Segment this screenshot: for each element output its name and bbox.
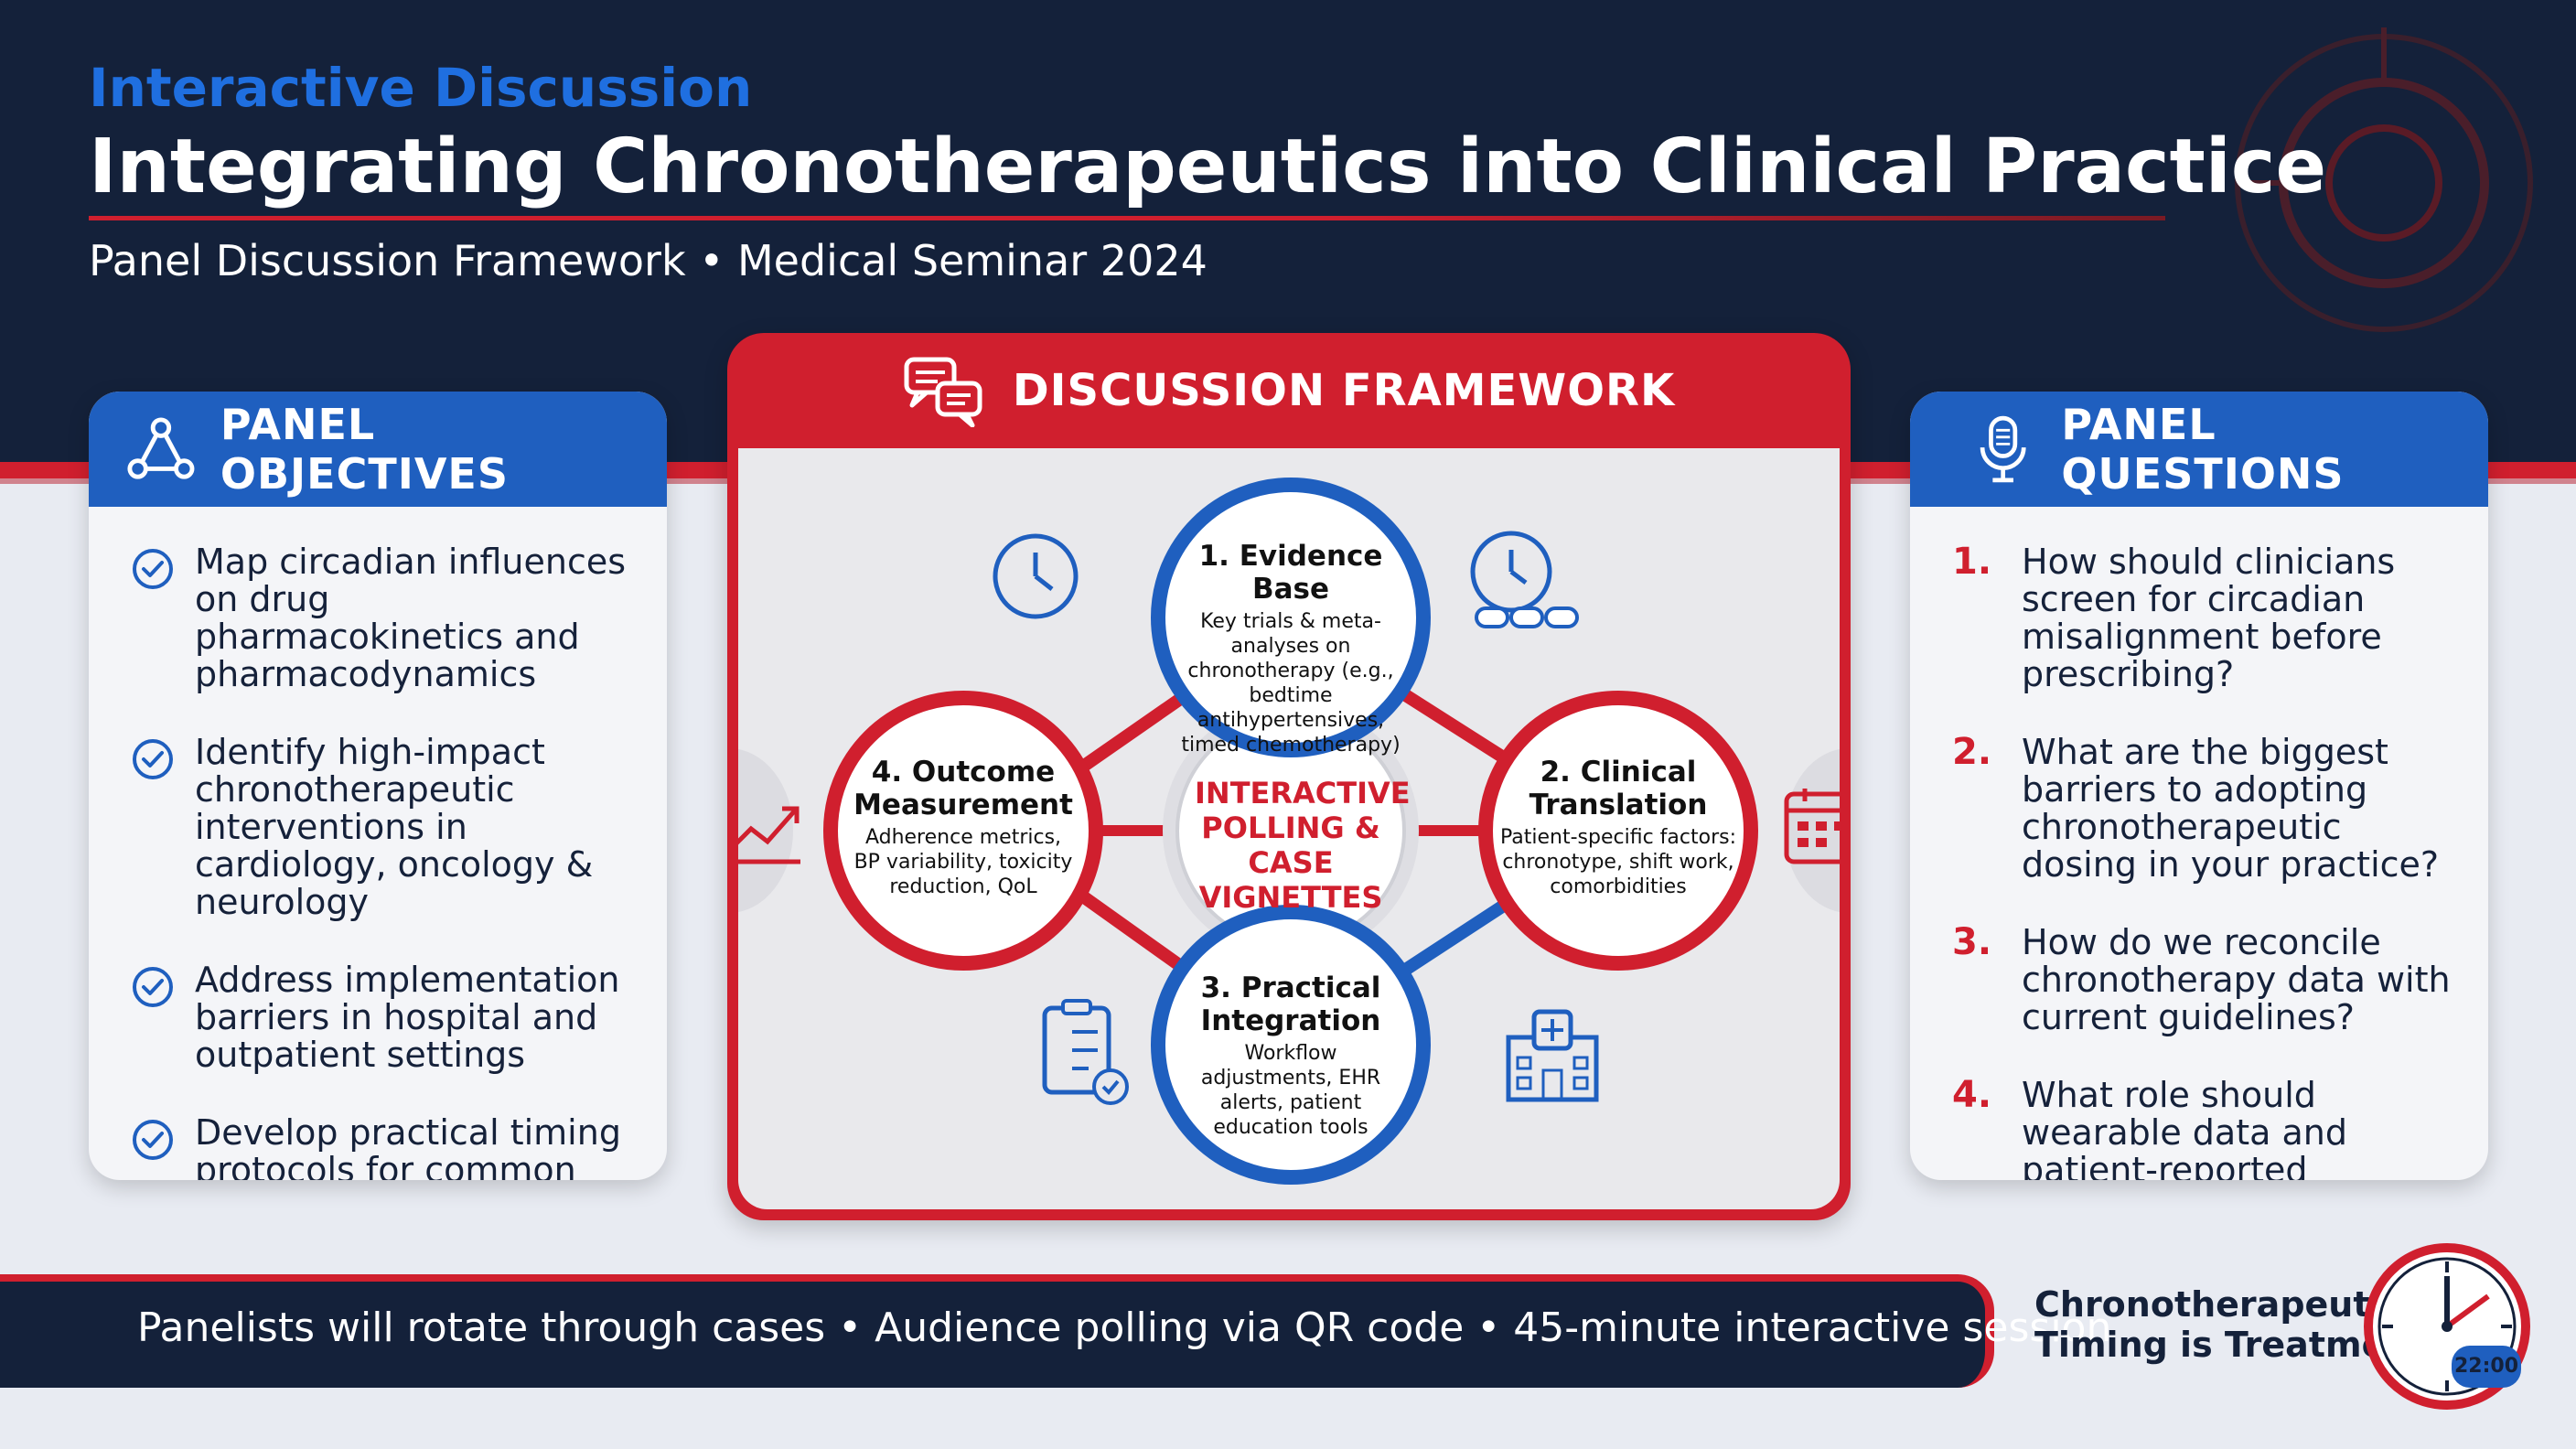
- node-integration: [1151, 905, 1431, 1185]
- question-number: 4.: [1952, 1074, 1992, 1116]
- framework-title: DISCUSSION FRAMEWORK: [1012, 365, 1676, 416]
- left-tab-shape: [738, 748, 793, 913]
- panel-objectives-title: PANEL OBJECTIVES: [220, 400, 509, 499]
- framework-body: 1. Evidence Base Key trials & meta-analy…: [738, 448, 1840, 1209]
- question-text: How should clinicians screen for circadi…: [2022, 542, 2396, 694]
- clock-icon: 22:00: [2360, 1240, 2534, 1413]
- check-circle-icon: [133, 739, 173, 779]
- panel-questions-header: PANEL QUESTIONS: [1910, 392, 2488, 507]
- brand-line1: Chronotherapeutics: [2034, 1284, 2423, 1325]
- objective-text: Develop practical timing protocols for c…: [195, 1112, 621, 1181]
- clock-time: 22:00: [2453, 1355, 2519, 1378]
- brand-block: Chronotherapeutics Timing is Treatment: [2034, 1284, 2427, 1365]
- calendar-icon: [1784, 789, 1840, 864]
- node-title: 3. Practical Integration: [1200, 971, 1381, 1037]
- questions-list: 1. How should clinicians screen for circ…: [1910, 507, 2488, 1181]
- trend-chart-icon: [738, 806, 800, 864]
- objective-text: Address implementation barriers in hospi…: [195, 960, 620, 1075]
- hospital-icon: [1506, 1009, 1599, 1102]
- checklist-icon: [1042, 999, 1129, 1105]
- title-underline: [89, 216, 2165, 220]
- check-circle-icon: [133, 549, 173, 589]
- panel-objectives-header: PANEL OBJECTIVES: [89, 392, 667, 507]
- objective-text: Identify high-impact chronotherapeutic i…: [195, 732, 594, 922]
- node-evidence: [1151, 478, 1431, 757]
- clock-icon: [993, 533, 1079, 619]
- question-number: 1.: [1952, 541, 1992, 583]
- question-text: What are the biggest barriers to adoptin…: [2022, 732, 2440, 885]
- panel-questions-title: PANEL QUESTIONS: [2061, 400, 2345, 499]
- panel-questions: PANEL QUESTIONS 1. How should clinicians…: [1910, 392, 2488, 1180]
- decorative-target-rings: [2235, 27, 2533, 332]
- list-item: Address implementation barriers in hospi…: [131, 961, 639, 1074]
- node-description: Adherence metrics, BP variability, toxic…: [853, 826, 1073, 898]
- objective-text: Map circadian influences on drug pharmac…: [195, 542, 627, 694]
- list-item: Map circadian influences on drug pharmac…: [131, 543, 639, 693]
- list-item: 4. What role should wearable data and pa…: [1952, 1074, 2464, 1181]
- list-item: 1. How should clinicians screen for circ…: [1952, 543, 2464, 693]
- node-translation-text: 2. Clinical Translation Patient-specific…: [1499, 756, 1737, 899]
- node-evidence-text: 1. Evidence Base Key trials & meta-analy…: [1172, 540, 1410, 757]
- center-label: INTERACTIVE POLLING & CASE VIGNETTES: [1195, 776, 1411, 915]
- objectives-list: Map circadian influences on drug pharmac…: [89, 507, 667, 1180]
- framework-diagram: [738, 478, 1840, 1185]
- footer-bar: [0, 1274, 1994, 1388]
- node-translation: [1478, 691, 1758, 971]
- question-number: 3.: [1952, 921, 1992, 963]
- question-text: What role should wearable data and patie…: [2022, 1075, 2347, 1181]
- page-subtitle: Panel Discussion Framework • Medical Sem…: [89, 236, 1208, 285]
- check-circle-icon: [133, 1120, 173, 1160]
- panel-objectives: PANEL OBJECTIVES Map circadian influence…: [89, 392, 667, 1180]
- chat-bubbles-icon: [904, 357, 982, 427]
- footer-text: Panelists will rotate through cases • Au…: [137, 1304, 2112, 1351]
- node-description: Patient-specific factors: chronotype, sh…: [1500, 826, 1736, 898]
- check-circle-icon: [133, 967, 173, 1007]
- clock-pills-icon: [1470, 531, 1579, 628]
- node-integration-text: 3. Practical Integration Workflow adjust…: [1181, 971, 1401, 1140]
- framework-header: DISCUSSION FRAMEWORK: [727, 333, 1851, 448]
- node-outcome-text: 4. Outcome Measurement Adherence metrics…: [853, 756, 1073, 899]
- node-outcome: [823, 691, 1103, 971]
- list-item: Develop practical timing protocols for c…: [131, 1114, 639, 1180]
- list-item: 2. What are the biggest barriers to adop…: [1952, 734, 2464, 884]
- node-description: Workflow adjustments, EHR alerts, patien…: [1200, 1042, 1381, 1139]
- list-item: Identify high-impact chronotherapeutic i…: [131, 734, 639, 921]
- question-text: How do we reconcile chronotherapy data w…: [2022, 922, 2451, 1037]
- node-title: 4. Outcome Measurement: [853, 756, 1073, 821]
- node-title: 1. Evidence Base: [1198, 540, 1383, 606]
- node-title: 2. Clinical Translation: [1529, 756, 1708, 821]
- page-kicker: Interactive Discussion: [89, 57, 753, 119]
- network-icon: [127, 417, 195, 479]
- microphone-icon: [1980, 415, 2026, 483]
- list-item: 3. How do we reconcile chronotherapy dat…: [1952, 924, 2464, 1036]
- brand-line2: Timing is Treatment: [2034, 1325, 2427, 1365]
- node-description: Key trials & meta-analyses on chronother…: [1181, 610, 1401, 757]
- right-tab-shape: [1785, 748, 1840, 913]
- page-title: Integrating Chronotherapeutics into Clin…: [89, 123, 2327, 210]
- question-number: 2.: [1952, 731, 1992, 773]
